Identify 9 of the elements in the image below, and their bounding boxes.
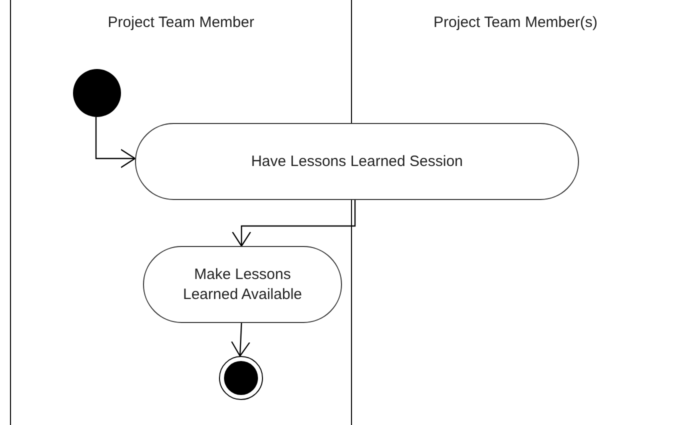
arrow	[232, 200, 356, 247]
initial-node	[73, 69, 121, 117]
arrow	[95, 117, 136, 168]
lane-heading: Project Team Member(s)	[432, 14, 598, 31]
activity-label: Make Lessons Learned Available	[182, 265, 303, 304]
lane-heading: Project Team Member	[106, 14, 256, 31]
activity-label: Have Lessons Learned Session	[251, 152, 463, 172]
final-node	[219, 356, 263, 400]
arrow	[231, 322, 250, 357]
